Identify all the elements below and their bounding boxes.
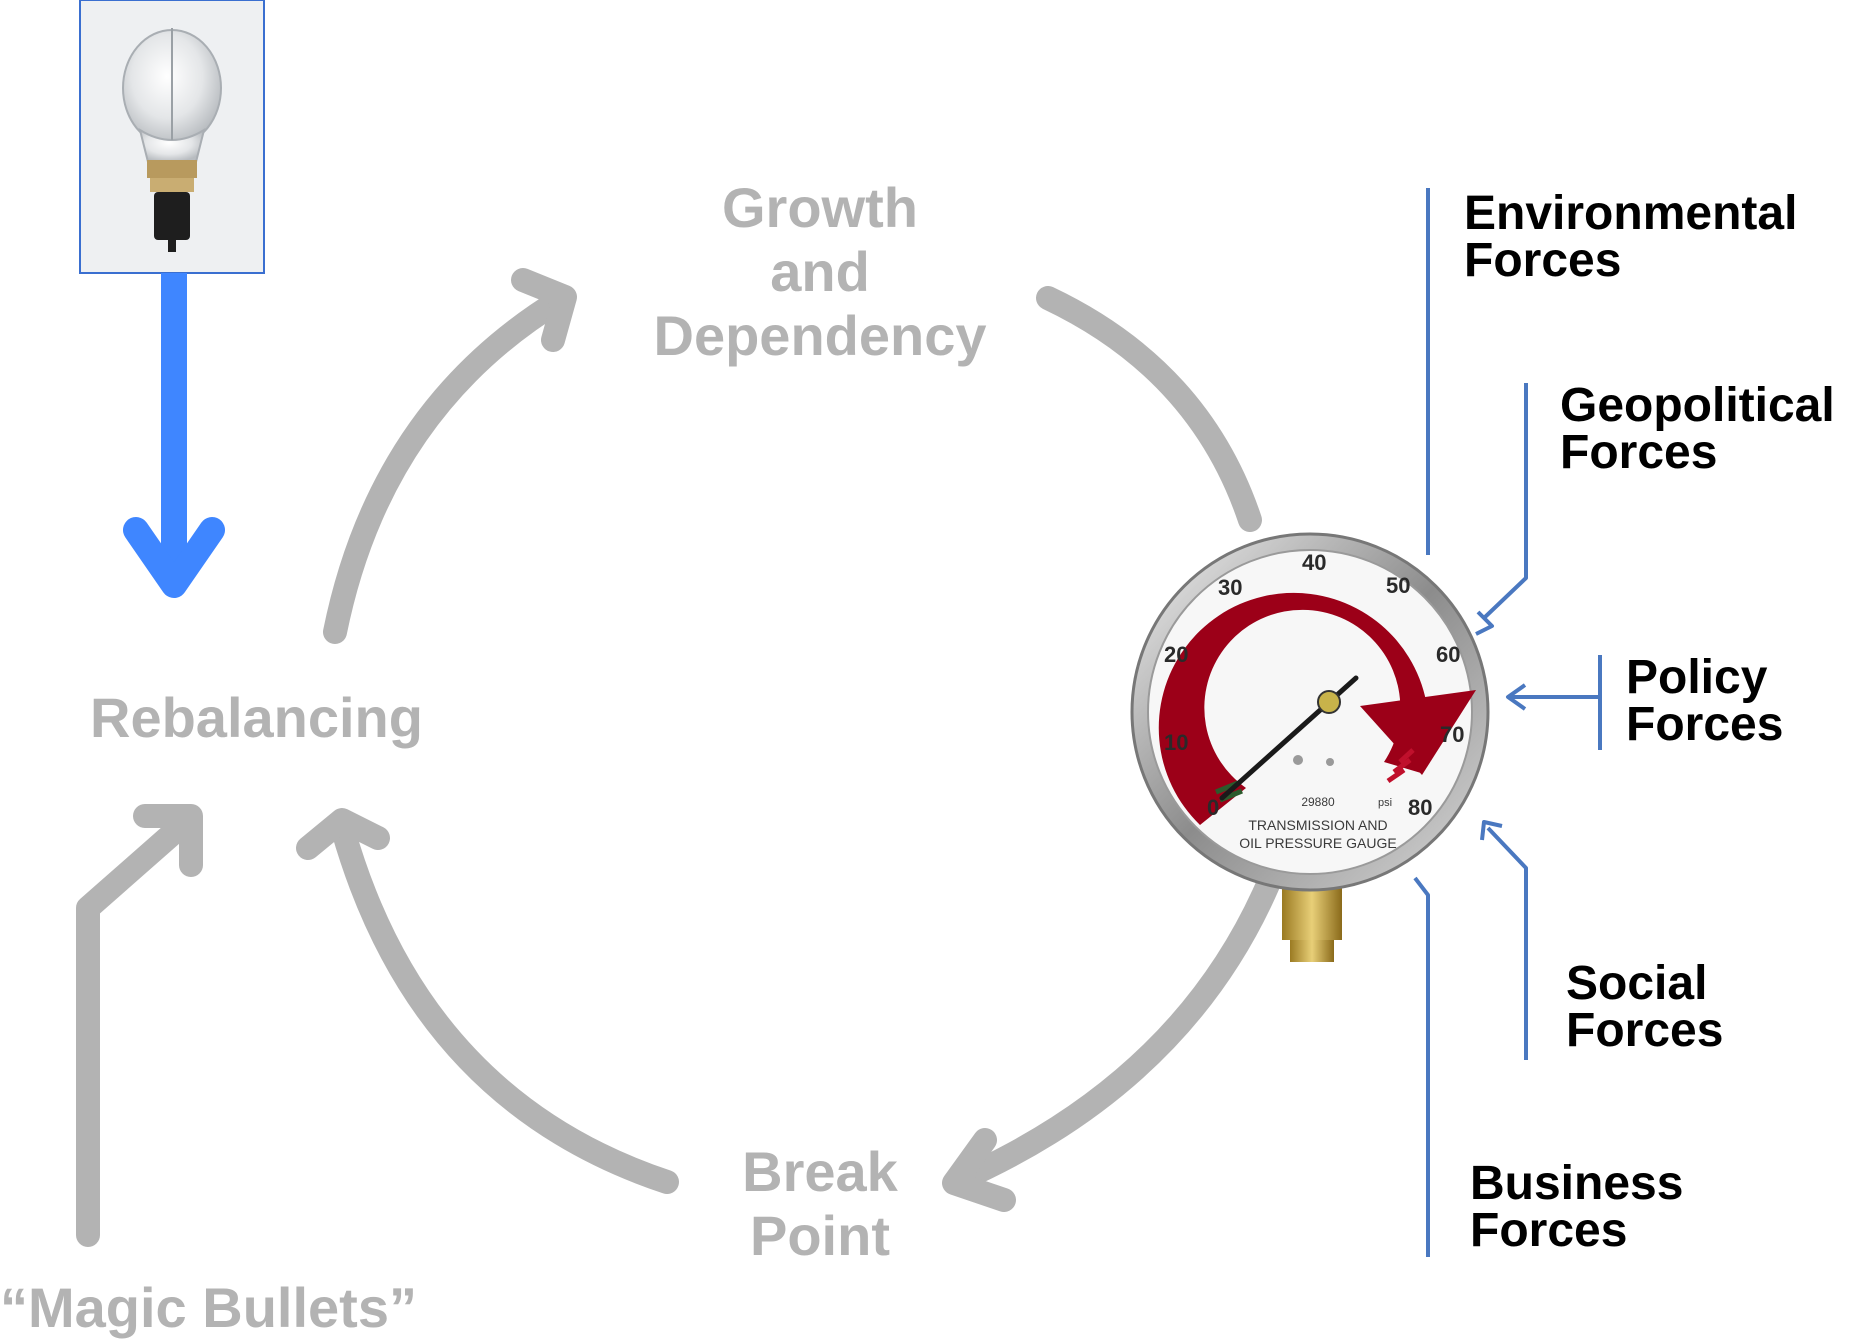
magic-bullets-label: “Magic Bullets” [0,1276,417,1339]
geopolitical-force-line [1482,383,1528,620]
invention-arrow [123,273,225,598]
geopolitical-forces-line-2: Forces [1560,426,1718,480]
growth-label-line-1: Growth [722,176,918,239]
rebalancing-label: Rebalancing [90,686,423,749]
cycle-arrow-growth-to-gauge [1036,286,1262,532]
gauge-tick: 40 [1302,550,1326,575]
growth-and-dependency-label: Growth and Dependency [620,176,1020,368]
break-point-line-1: Break [742,1140,898,1203]
business-forces-line-2: Forces [1470,1204,1628,1258]
cycle-arrow-break-point-to-rebalancing [296,808,679,1194]
policy-forces-line-1: Policy [1626,651,1768,704]
gauge-tick: 30 [1218,575,1242,600]
business-force-line [1413,876,1430,1257]
force-lines [1413,188,1602,1257]
social-forces-line-2: Forces [1566,1004,1724,1058]
social-forces-line-1: Social [1566,957,1708,1010]
policy-forces-label: Policy Forces [1626,651,1784,752]
gauge-face-text: 29880 psi TRANSMISSION AND OIL PRESSURE … [1239,795,1396,851]
break-point-label: Break Point [690,1140,950,1268]
environmental-forces-line-1: Environmental [1464,187,1798,240]
gauge-scale: 0 10 20 30 40 50 60 70 80 [1164,550,1464,820]
geopolitical-force-arrowhead [1475,610,1494,636]
business-forces-line-1: Business [1470,1157,1684,1210]
gauge-tick: 0 [1207,795,1219,820]
business-forces-label: Business Forces [1470,1157,1684,1258]
gauge-tick: 60 [1436,642,1460,667]
environmental-forces-label: Environmental Forces [1464,187,1798,288]
growth-label-line-2: and [770,240,870,303]
gauge-caption-line-1: TRANSMISSION AND [1248,817,1387,833]
social-force-arrowhead [1480,820,1503,841]
social-forces-label: Social Forces [1566,957,1724,1058]
gauge-tick: 10 [1164,730,1188,755]
light-bulb-icon [122,28,222,252]
gauge-caption-line-2: OIL PRESSURE GAUGE [1239,835,1396,851]
environmental-forces-line-2: Forces [1464,234,1622,288]
gauge-unit: psi [1378,797,1392,809]
policy-force-arrowhead [1506,683,1527,711]
gauge-tick: 80 [1408,795,1432,820]
geopolitical-forces-line-1: Geopolitical [1560,379,1835,432]
gauge-tick: 70 [1440,722,1464,747]
light-bulb-image [79,0,265,274]
cycle-arrow-gauge-to-break-point [942,868,1282,1212]
gauge-serial: 29880 [1301,795,1335,809]
geopolitical-forces-label: Geopolitical Forces [1560,379,1835,480]
break-point-line-2: Point [750,1204,890,1267]
gauge-tick: 50 [1386,573,1410,598]
gauge-tick: 20 [1164,642,1188,667]
magic-bullets-arrow [76,804,203,1247]
cycle-arrow-rebalancing-to-growth [323,268,577,644]
pressure-gauge [1130,532,1490,962]
policy-forces-line-2: Forces [1626,698,1784,752]
social-force-line [1486,826,1528,1060]
growth-label-line-3: Dependency [653,304,987,367]
